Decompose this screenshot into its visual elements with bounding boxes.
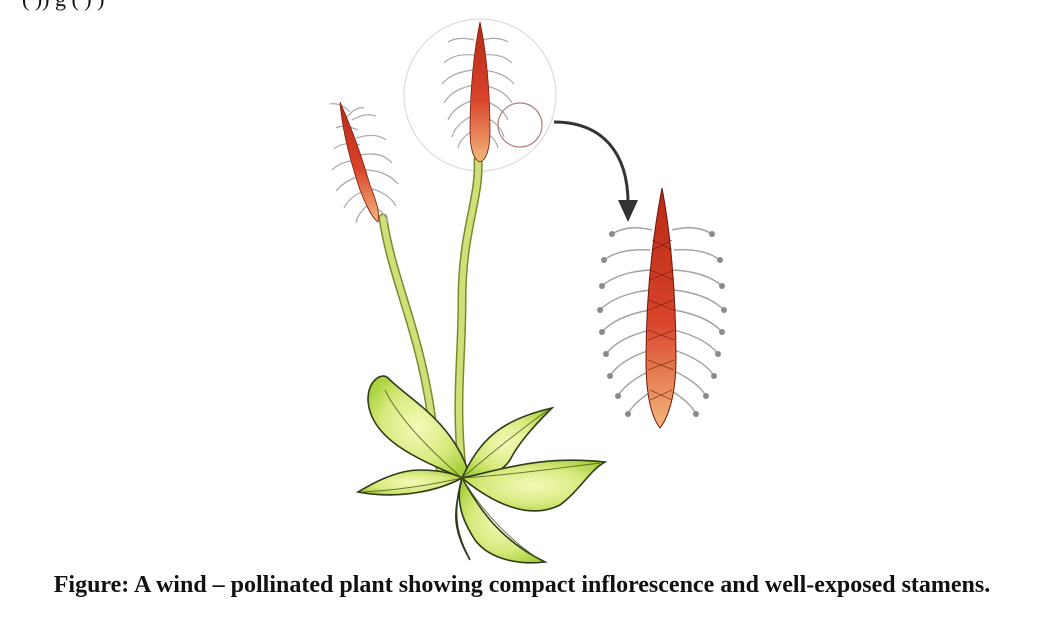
leaf bbox=[460, 459, 608, 512]
figure-caption: Figure: A wind – pollinated plant showin… bbox=[53, 572, 991, 598]
zoom-circle bbox=[497, 102, 543, 148]
left-spike-stamens bbox=[329, 103, 399, 224]
cropped-text-fragment: ( )) g ( ) ) bbox=[22, 0, 104, 12]
leaf-rosette bbox=[355, 375, 608, 564]
leaf bbox=[367, 375, 469, 479]
arrow-head bbox=[618, 200, 638, 222]
right-spike bbox=[469, 21, 491, 163]
leaf bbox=[458, 476, 548, 564]
leaf bbox=[355, 469, 464, 496]
arrow bbox=[553, 120, 630, 211]
enlarged-spike bbox=[645, 187, 677, 429]
left-spike bbox=[339, 101, 380, 223]
leaf bbox=[455, 477, 471, 561]
